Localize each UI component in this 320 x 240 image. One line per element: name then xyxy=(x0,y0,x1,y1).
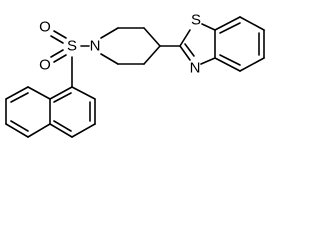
bond-s-o-top-b xyxy=(50,35,64,44)
atom-label-s-sulfonyl: S xyxy=(67,38,77,55)
bond-s-o-top-a xyxy=(53,30,67,39)
bond-thz-n-c2-b xyxy=(184,43,195,57)
atom-label-o-bottom: O xyxy=(39,57,51,74)
bond-bz-5-inner xyxy=(219,54,241,66)
bond-naph-a4 xyxy=(49,123,73,138)
bond-naph-a3 xyxy=(71,123,96,138)
bond-naph-a6 xyxy=(49,86,73,100)
atom-labels: S N N S O O xyxy=(39,12,201,77)
bond-bz-5 xyxy=(214,57,241,72)
bond-thz-n-c2-a xyxy=(179,45,191,61)
bond-naph-a1 xyxy=(71,86,96,100)
bond-naph-b2 xyxy=(5,86,29,100)
bond-thz-s-c7a xyxy=(201,23,216,31)
atom-label-s-thiazole: S xyxy=(191,12,201,29)
atom-label-n-piperidine: N xyxy=(90,38,101,55)
atom-label-n-thiazole: N xyxy=(190,60,201,77)
bond-thz-c2-s xyxy=(179,29,191,47)
bond-naph-b2-inner xyxy=(10,92,29,103)
bond-naph-a6-inner xyxy=(53,92,72,103)
bond-pip-4 xyxy=(143,45,161,65)
bond-pip-1 xyxy=(100,27,119,39)
bond-bz-2 xyxy=(239,16,265,31)
bond-pip-6 xyxy=(100,53,119,65)
bond-pip-3 xyxy=(143,27,161,47)
bond-s-o-bottom-b xyxy=(53,54,67,63)
bond-naph-a4-inner xyxy=(53,120,72,132)
atom-label-o-top: O xyxy=(39,19,51,36)
bond-naph-b4-inner xyxy=(10,120,29,132)
bonds xyxy=(5,16,265,138)
bond-bz-1-inner xyxy=(219,22,241,34)
molecule-diagram: S N N S O O xyxy=(5,12,265,138)
bond-naph-b4 xyxy=(5,123,29,138)
bond-bz-4 xyxy=(239,57,265,72)
bond-naph-b5 xyxy=(27,123,51,138)
bond-bz-1 xyxy=(214,16,241,31)
bond-s-o-bottom-a xyxy=(50,49,64,58)
bond-naph-b1 xyxy=(27,86,51,100)
bond-thz-c3a-n xyxy=(200,57,216,65)
